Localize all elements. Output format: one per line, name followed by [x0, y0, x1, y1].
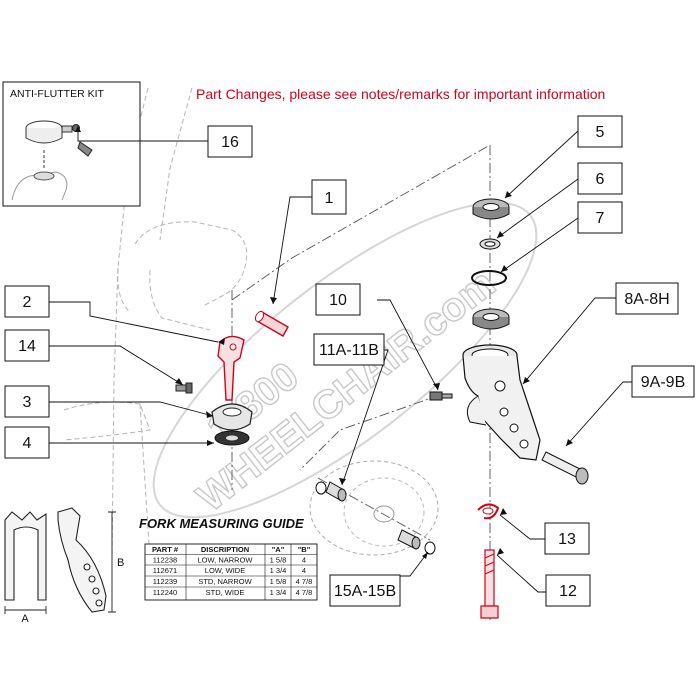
table-cell: STD, WIDE	[206, 588, 245, 597]
callout-1-label: 1	[325, 190, 334, 207]
fork-side-view	[57, 507, 116, 613]
callout-6-label: 6	[596, 171, 605, 188]
callout-5[interactable]: 5	[577, 115, 623, 148]
table-cell: 112240	[153, 588, 177, 597]
table-cell: 4	[302, 566, 306, 575]
leader-2	[49, 301, 219, 343]
fork-front-view	[4, 511, 47, 614]
callout-16[interactable]: 16	[207, 125, 253, 158]
part-3-bracket	[211, 403, 253, 431]
part-12-long-bolt	[480, 549, 499, 619]
table-cell: 1 5/8	[270, 556, 287, 565]
anti-flutter-kit-label: ANTI-FLUTTER KIT	[10, 88, 105, 100]
callout-13[interactable]: 13	[544, 522, 590, 555]
callout-2-label: 2	[23, 294, 32, 311]
table-header-part: PART #	[152, 545, 179, 554]
part-9-axle-bolt	[541, 451, 589, 485]
leader-7	[500, 217, 579, 273]
callout-7-label: 7	[596, 210, 605, 227]
part-14-screw	[175, 382, 193, 394]
part-4-washer	[214, 430, 250, 446]
part-15-bushing	[397, 529, 436, 555]
frame-outline	[63, 87, 248, 561]
callout-14[interactable]: 14	[4, 329, 50, 362]
anti-flutter-kit-inset: ANTI-FLUTTER KIT	[2, 81, 141, 207]
callout-10-label: 10	[329, 292, 347, 309]
table-cell: 112239	[153, 577, 177, 586]
callout-8A-8H-label: 8A-8H	[624, 291, 669, 308]
callout-10[interactable]: 10	[315, 283, 361, 316]
table-cell: 112671	[153, 566, 177, 575]
leader-3	[49, 401, 214, 417]
leader-5	[504, 130, 579, 199]
leader-arrowheads	[75, 126, 573, 559]
table-header-description: DISCRIPTION	[201, 545, 249, 554]
leader-lines	[49, 126, 632, 593]
table-cell: LOW, WIDE	[205, 566, 245, 575]
callout-8A-8H[interactable]: 8A-8H	[615, 282, 679, 315]
callout-1[interactable]: 1	[311, 179, 347, 215]
callout-4[interactable]: 4	[4, 426, 50, 459]
part-8-fork	[462, 344, 541, 461]
table-cell: LOW, NARROW	[197, 556, 253, 565]
fork-measuring-guide-title: FORK MEASURING GUIDE	[139, 516, 304, 531]
callout-15A-15B-label: 15A-15B	[334, 583, 396, 600]
callout-3[interactable]: 3	[4, 385, 50, 418]
part-6-spacer-ring	[479, 238, 501, 250]
callout-2[interactable]: 2	[4, 285, 50, 318]
table-cell: 4 7/8	[296, 588, 313, 597]
callout-11A-11B-label: 11A-11B	[319, 342, 379, 359]
table-header-b: "B"	[298, 545, 311, 554]
callout-11A-11B[interactable]: 11A-11B	[313, 333, 385, 366]
callout-3-label: 3	[23, 394, 32, 411]
caster-wheel	[309, 460, 439, 556]
table-header-a: "A"	[272, 545, 285, 554]
callout-15A-15B[interactable]: 15A-15B	[329, 574, 401, 607]
callout-13-label: 13	[558, 531, 576, 548]
leader-1	[272, 196, 312, 305]
callout-9A-9B[interactable]: 9A-9B	[631, 365, 695, 398]
callout-12-label: 12	[559, 583, 577, 600]
leader-13	[499, 514, 545, 540]
leader-9	[565, 381, 632, 447]
leader-12	[496, 554, 546, 593]
leader-8	[522, 297, 616, 385]
callout-6[interactable]: 6	[577, 162, 623, 195]
leader-14	[49, 345, 184, 386]
callout-16-label: 16	[221, 134, 239, 151]
part-13-clip	[477, 503, 500, 520]
lower-bearing	[472, 308, 510, 330]
table-cell: STD, NARROW	[198, 577, 252, 586]
fork-measuring-table: PART # DISCRIPTION "A" "B" 112238 LOW, N…	[144, 543, 318, 601]
table-cell: 4 7/8	[296, 577, 313, 586]
leader-6	[496, 178, 579, 239]
part-10-bolt	[429, 391, 453, 401]
table-cell: 4	[302, 556, 306, 565]
part-7-snap-ring	[471, 270, 507, 286]
part-5-bearing	[472, 198, 510, 220]
leader-10	[377, 299, 439, 391]
part-changes-notice: Part Changes, please see notes/remarks f…	[196, 86, 605, 102]
callout-5-label: 5	[596, 124, 605, 141]
callout-12[interactable]: 12	[545, 574, 591, 607]
part-1-pin	[254, 310, 289, 337]
table-cell: 1 3/4	[270, 566, 287, 575]
callout-4-label: 4	[23, 435, 32, 452]
part-11-bushing	[315, 481, 347, 502]
callout-14-label: 14	[18, 338, 36, 355]
callout-7[interactable]: 7	[577, 201, 623, 234]
callout-9A-9B-label: 9A-9B	[641, 374, 685, 391]
dimension-b-label: B	[117, 557, 124, 569]
leader-15	[400, 551, 429, 577]
callout-boxes: 16 1 2 14 3 4 5 6	[4, 115, 695, 607]
table-cell: 1 5/8	[270, 577, 287, 586]
table-cell: 112238	[153, 556, 177, 565]
dimension-a-label: A	[21, 613, 29, 625]
table-cell: 1 3/4	[270, 588, 287, 597]
